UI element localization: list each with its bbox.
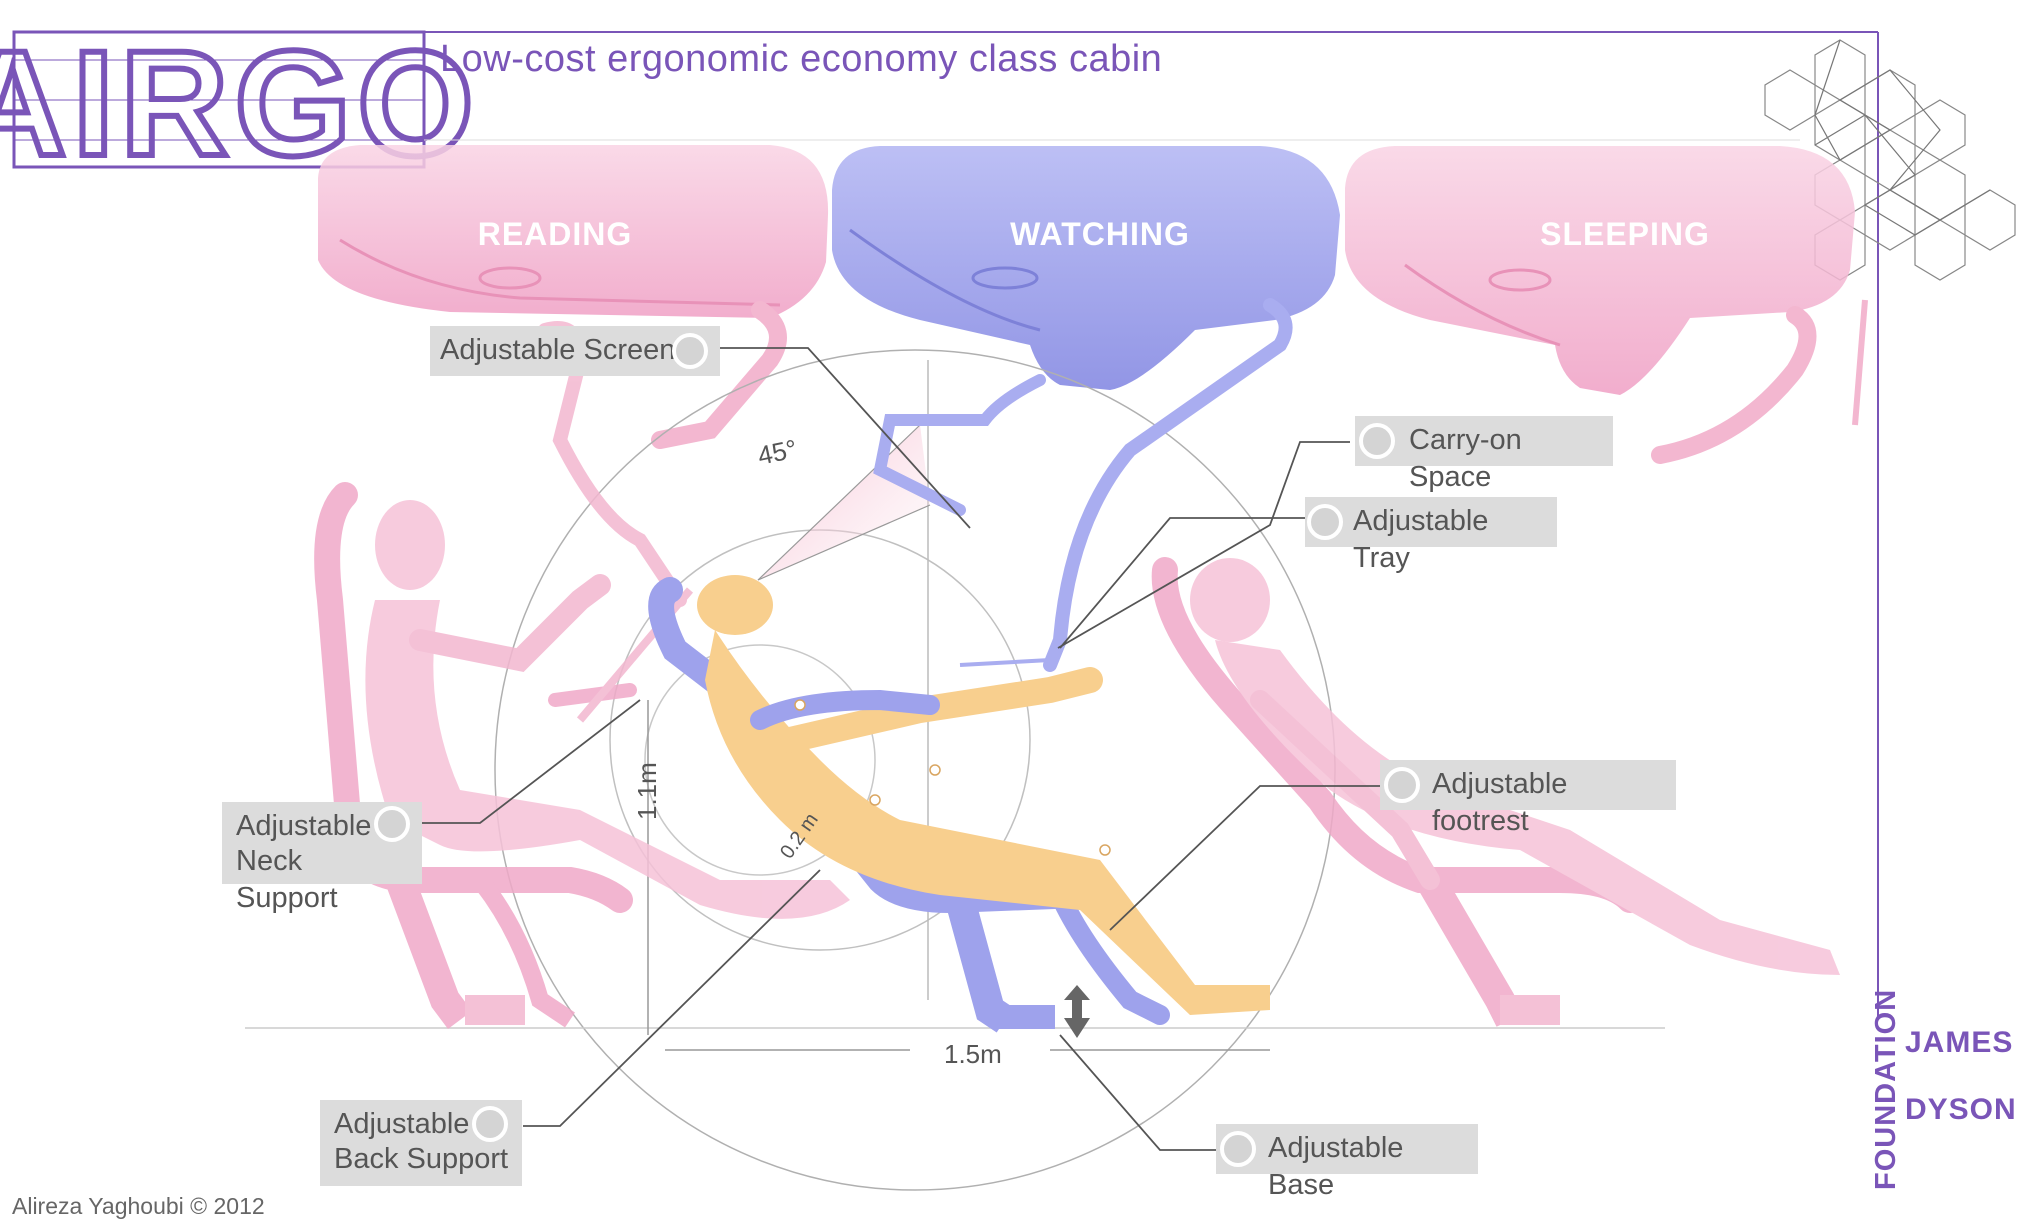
- callout-neck-line2: Neck Support: [236, 845, 338, 914]
- width-dimension: 1.5m: [944, 1039, 1002, 1069]
- callout-dot: [672, 333, 708, 369]
- subtitle: Low-cost ergonomic economy class cabin: [440, 38, 1163, 80]
- dyson-label: DYSON: [1905, 1093, 2017, 1126]
- height-dimension: 1.1m: [632, 762, 662, 820]
- sleeping-seat-figure: [1151, 557, 1840, 1027]
- callout-dot: [1384, 767, 1420, 803]
- watching-label: WATCHING: [1010, 216, 1190, 252]
- callout-adjustable-tray-label: Adjustable Tray: [1353, 505, 1489, 574]
- reading-seat-figure: [314, 321, 850, 1029]
- callout-adjustable-footrest: Adjustable footrest: [1380, 760, 1676, 837]
- callout-adjustable-tray: Adjustable Tray: [1305, 497, 1557, 574]
- callout-adjustable-base-label: Adjustable Base: [1268, 1132, 1404, 1201]
- callout-adjustable-screen: Adjustable Screen: [430, 326, 720, 376]
- hexagon-pattern: [1764, 39, 2016, 281]
- callout-adjustable-footrest-label: Adjustable footrest: [1432, 768, 1568, 837]
- foundation-label: FOUNDATION: [1870, 988, 1902, 1190]
- reading-module: [318, 145, 829, 449]
- base-height-arrow: [1064, 985, 1090, 1038]
- callout-adjustable-screen-label: Adjustable Screen: [440, 334, 676, 366]
- callout-back-line2: Back Support: [334, 1143, 509, 1175]
- angle-dimension: 45°: [755, 433, 800, 471]
- callout-adjustable-back-support: Adjustable Back Support: [320, 1100, 522, 1186]
- watching-seat-figure: [648, 298, 1293, 1033]
- callout-dot: [1359, 423, 1395, 459]
- watching-module: [832, 146, 1340, 390]
- callout-carry-on-space: Carry-on Space: [1355, 416, 1613, 493]
- callout-dot: [374, 806, 410, 842]
- callout-neck-line1: Adjustable: [236, 810, 372, 842]
- callout-adjustable-base: Adjustable Base: [1216, 1124, 1478, 1201]
- leader-lines: [415, 347, 1383, 1151]
- callout-back-line1: Adjustable: [334, 1108, 470, 1140]
- author-credit: Alireza Yaghoubi © 2012: [12, 1193, 265, 1219]
- sleeping-label: SLEEPING: [1540, 216, 1710, 252]
- reading-label: READING: [478, 216, 633, 252]
- callout-dot: [1220, 1131, 1256, 1167]
- callout-carry-on-space-label: Carry-on Space: [1409, 424, 1522, 493]
- james-label: JAMES: [1905, 1026, 2014, 1059]
- callout-adjustable-neck-support: Adjustable Neck Support: [222, 802, 422, 914]
- sleeping-module: [1345, 146, 1868, 464]
- callout-dot: [472, 1106, 508, 1142]
- callout-dot: [1307, 504, 1343, 540]
